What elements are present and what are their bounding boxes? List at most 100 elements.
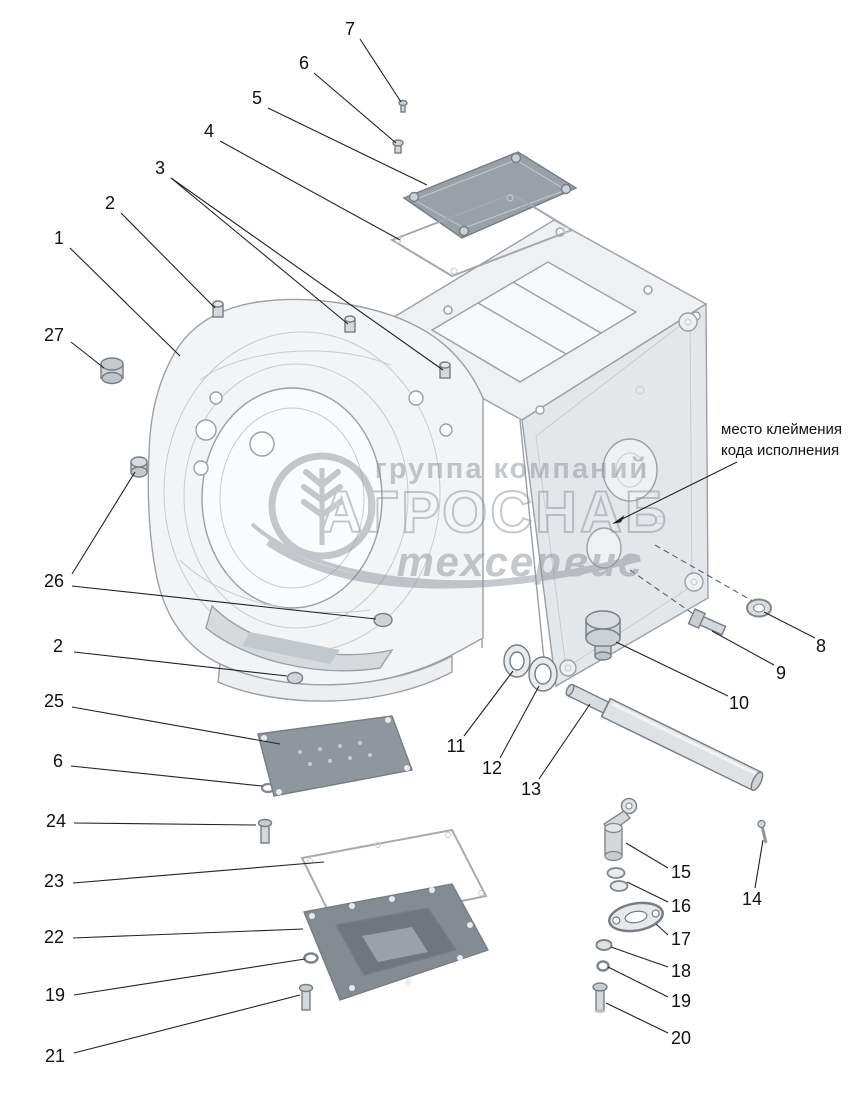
ring-19-left bbox=[303, 952, 319, 964]
callout-3-leader-1 bbox=[170, 177, 444, 371]
callout-20: 20 bbox=[671, 1028, 691, 1048]
stamp-note-line1: место клеймения bbox=[721, 421, 842, 438]
callout-2-left: 2 bbox=[53, 636, 63, 656]
breather-10 bbox=[585, 610, 621, 661]
ring-12 bbox=[528, 656, 558, 692]
stamp-note-line2: кода исполнения bbox=[721, 442, 839, 459]
callout-27: 27 bbox=[44, 325, 64, 345]
stamp-note-arrowhead bbox=[612, 515, 625, 524]
wheat-leaves-icon bbox=[301, 469, 343, 518]
callout-6-left-leader-0 bbox=[70, 765, 263, 787]
stud-3-a bbox=[344, 315, 356, 333]
strainer-plate bbox=[257, 715, 413, 797]
callout-7-leader-0 bbox=[359, 38, 402, 103]
oil-pan bbox=[303, 883, 490, 1001]
callout-4-leader-0 bbox=[219, 140, 401, 241]
callout-26-leader-1 bbox=[71, 585, 377, 620]
callouts-layer: 7654321272622562423221921891011121315161… bbox=[44, 19, 826, 1066]
callout-8: 8 bbox=[816, 636, 826, 656]
watermark-line3: техсервис bbox=[397, 538, 644, 585]
ring-19-right bbox=[596, 960, 610, 972]
callout-11-leader-0 bbox=[463, 670, 514, 737]
callout-26-leader-0 bbox=[71, 471, 136, 575]
callout-19-left-leader-0 bbox=[73, 958, 306, 996]
ring-11 bbox=[503, 644, 531, 678]
callout-2-left-leader-0 bbox=[73, 651, 288, 677]
callout-1: 1 bbox=[54, 228, 64, 248]
lever-15 bbox=[603, 797, 638, 862]
callout-5: 5 bbox=[252, 88, 262, 108]
washer-18 bbox=[595, 939, 613, 951]
callout-25: 25 bbox=[44, 691, 64, 711]
callout-6-left: 6 bbox=[53, 751, 63, 771]
callout-15: 15 bbox=[671, 862, 691, 882]
callout-24: 24 bbox=[46, 811, 66, 831]
gasket-17 bbox=[608, 901, 664, 933]
stamp-note: место клеймения кода исполнения bbox=[612, 421, 842, 524]
bolt-24 bbox=[257, 818, 273, 844]
pin-14 bbox=[757, 819, 768, 844]
callout-19-right-leader-0 bbox=[607, 966, 669, 998]
callout-24-leader-0 bbox=[73, 822, 257, 826]
screw-7 bbox=[398, 99, 408, 113]
callout-8-leader-0 bbox=[763, 611, 816, 639]
callout-17-leader-0 bbox=[655, 923, 669, 936]
callout-3: 3 bbox=[155, 158, 165, 178]
top-cover-gasket bbox=[389, 192, 575, 278]
callout-6-top-leader-0 bbox=[313, 72, 397, 144]
callout-2-top: 2 bbox=[105, 193, 115, 213]
bolt-9 bbox=[687, 608, 727, 636]
callout-26: 26 bbox=[44, 571, 64, 591]
plug-27 bbox=[100, 357, 124, 385]
plug-26-b bbox=[373, 612, 393, 628]
bolt-21 bbox=[298, 983, 314, 1011]
callout-22-leader-0 bbox=[72, 928, 304, 939]
callout-23-leader-0 bbox=[72, 861, 325, 884]
callout-14: 14 bbox=[742, 889, 762, 909]
watermark-line1: группа компаний bbox=[375, 453, 650, 485]
callout-7: 7 bbox=[345, 19, 355, 39]
callout-2-top-leader-0 bbox=[120, 212, 216, 309]
watermark-swoosh-2 bbox=[250, 522, 611, 585]
callout-21-leader-0 bbox=[73, 994, 301, 1054]
watermark-line2: АГРОСНАБ bbox=[320, 480, 669, 545]
watermark-logo bbox=[268, 452, 376, 560]
callout-10-leader-0 bbox=[615, 641, 729, 697]
callout-21: 21 bbox=[45, 1046, 65, 1066]
callout-19-right: 19 bbox=[671, 991, 691, 1011]
plug-2-left bbox=[286, 671, 304, 685]
callout-18: 18 bbox=[671, 961, 691, 981]
callout-16: 16 bbox=[671, 896, 691, 916]
callout-3-leader-0 bbox=[170, 177, 349, 325]
callout-4: 4 bbox=[204, 121, 214, 141]
callout-22: 22 bbox=[44, 927, 64, 947]
watermark: группа компаний АГРОСНАБ техсервис bbox=[250, 452, 669, 589]
stud-3-b bbox=[439, 361, 451, 379]
callout-13: 13 bbox=[521, 779, 541, 799]
callout-11: 11 bbox=[447, 736, 466, 756]
callout-27-leader-0 bbox=[70, 341, 105, 369]
callout-12-leader-0 bbox=[499, 685, 540, 759]
top-cover bbox=[402, 151, 578, 239]
screw-6-top bbox=[392, 139, 404, 154]
rings-16 bbox=[606, 867, 629, 892]
plug-26-a bbox=[130, 456, 148, 478]
callout-15-leader-0 bbox=[625, 842, 669, 869]
callout-20-leader-0 bbox=[605, 1002, 669, 1034]
callout-18-leader-0 bbox=[610, 946, 669, 968]
callout-6-top: 6 bbox=[299, 53, 309, 73]
callout-19-left: 19 bbox=[45, 985, 65, 1005]
callout-13-leader-0 bbox=[538, 703, 591, 780]
stud-2-top bbox=[212, 300, 224, 318]
callout-10: 10 bbox=[729, 693, 749, 713]
shaft-13 bbox=[565, 683, 764, 792]
callout-14-leader-0 bbox=[754, 839, 764, 889]
callout-12: 12 bbox=[482, 758, 502, 778]
callout-23: 23 bbox=[44, 871, 64, 891]
callout-17: 17 bbox=[671, 929, 691, 949]
callout-5-leader-0 bbox=[267, 107, 428, 186]
callout-25-leader-0 bbox=[71, 706, 281, 745]
callout-9-leader-0 bbox=[711, 630, 775, 666]
